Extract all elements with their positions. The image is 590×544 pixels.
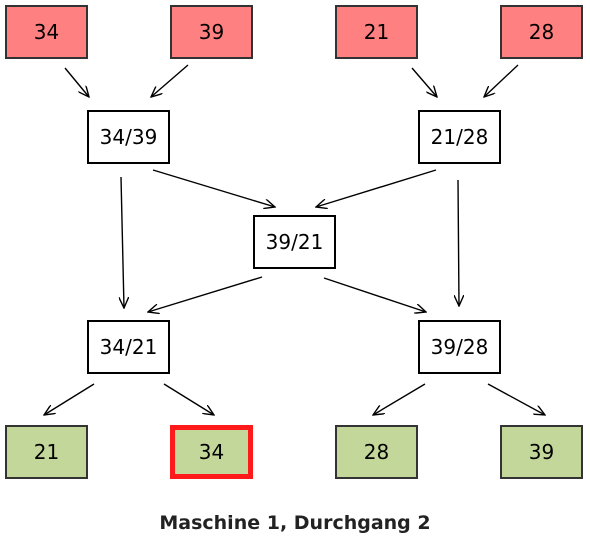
input-node-2: 39 (170, 5, 253, 59)
arrow-c5-to-out3 (373, 383, 426, 415)
comparator-node-3: 39/21 (253, 215, 336, 269)
input-node-label: 21 (363, 20, 390, 44)
comparator-node-1: 34/39 (87, 110, 170, 164)
comparator-node-2: 21/28 (418, 110, 501, 164)
input-node-label: 28 (528, 20, 555, 44)
output-node-3: 28 (335, 425, 418, 479)
input-node-label: 39 (198, 20, 225, 44)
arrow-c1-to-c3 (152, 169, 275, 207)
comparator-node-label: 34/21 (99, 335, 158, 359)
comparator-node-5: 39/28 (418, 320, 501, 374)
output-node-1: 21 (5, 425, 88, 479)
arrow-c4-to-out1 (44, 383, 95, 415)
comparator-node-label: 39/28 (430, 335, 489, 359)
input-node-label: 34 (33, 20, 60, 44)
arrow-c4-to-out2 (163, 383, 214, 415)
arrow-c5-to-out4 (487, 383, 545, 415)
input-node-4: 28 (500, 5, 583, 59)
arrow-c2-to-c3 (316, 169, 437, 207)
output-node-4: 39 (500, 425, 583, 479)
output-node-label: 21 (33, 440, 60, 464)
output-node-2: 34 (170, 425, 253, 479)
arrow-c3-to-c5 (323, 277, 426, 312)
comparator-node-label: 21/28 (430, 125, 489, 149)
output-node-label: 34 (198, 440, 225, 464)
arrow-in2-to-c1 (151, 64, 189, 97)
output-node-label: 39 (528, 440, 555, 464)
arrow-in4-to-c2 (484, 64, 519, 97)
arrow-c3-to-c4 (148, 276, 263, 312)
arrow-in1-to-c1 (64, 67, 89, 97)
diagram-caption: Maschine 1, Durchgang 2 (159, 512, 431, 534)
comparator-node-4: 34/21 (87, 320, 170, 374)
input-node-1: 34 (5, 5, 88, 59)
arrow-in3-to-c2 (411, 67, 437, 97)
comparator-node-label: 39/21 (265, 230, 324, 254)
arrow-c1-to-c4 (121, 176, 124, 308)
comparator-node-label: 34/39 (99, 125, 158, 149)
arrow-c2-to-c5 (458, 179, 459, 306)
output-node-label: 28 (363, 440, 390, 464)
input-node-3: 21 (335, 5, 418, 59)
